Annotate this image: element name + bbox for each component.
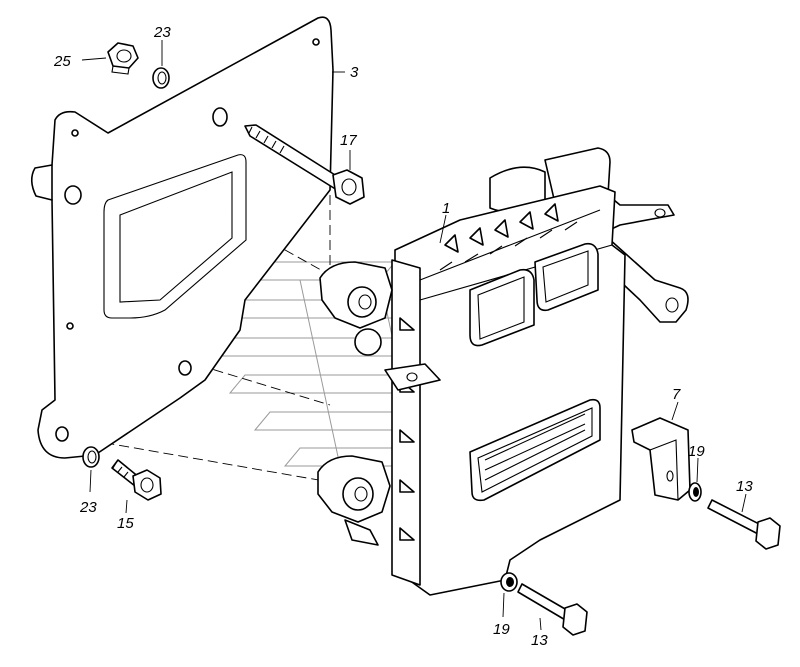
control-unit-part-1 bbox=[317, 147, 689, 596]
plate-hole bbox=[178, 360, 192, 376]
washer-part-23-bottom bbox=[82, 446, 100, 468]
callout-23-bottom: 23 bbox=[79, 499, 97, 516]
callout-13-right: 13 bbox=[736, 478, 753, 495]
washer-part-19-right bbox=[688, 482, 702, 502]
plate-hole bbox=[64, 185, 82, 205]
callout-17: 17 bbox=[340, 132, 357, 149]
plate-hole bbox=[71, 129, 79, 137]
callout-7: 7 bbox=[672, 386, 681, 403]
plate-hole bbox=[66, 322, 74, 330]
plate-hole bbox=[55, 426, 69, 442]
callouts: 1 3 7 13 13 15 17 19 19 23 23 25 bbox=[53, 24, 753, 649]
bolt-part-17 bbox=[244, 124, 365, 205]
nut-part-25 bbox=[107, 42, 139, 75]
callout-1: 1 bbox=[442, 200, 450, 217]
washer-part-19-bottom bbox=[500, 572, 518, 592]
callout-25: 25 bbox=[53, 53, 71, 70]
bracket-part-7 bbox=[631, 417, 691, 501]
callout-13-bottom: 13 bbox=[531, 632, 548, 649]
callout-19-right: 19 bbox=[688, 443, 705, 460]
bolt-part-15 bbox=[111, 459, 162, 501]
bolt-part-13-right bbox=[707, 499, 781, 550]
callout-15: 15 bbox=[117, 515, 134, 532]
callout-23-top: 23 bbox=[153, 24, 171, 41]
plate-hole bbox=[312, 38, 320, 46]
bolt-part-13-bottom bbox=[517, 583, 588, 636]
plate-hole bbox=[212, 107, 228, 127]
leader-lines bbox=[81, 40, 747, 631]
callout-19-bottom: 19 bbox=[493, 621, 510, 638]
callout-3: 3 bbox=[350, 64, 359, 81]
washer-part-23-top bbox=[152, 67, 170, 89]
